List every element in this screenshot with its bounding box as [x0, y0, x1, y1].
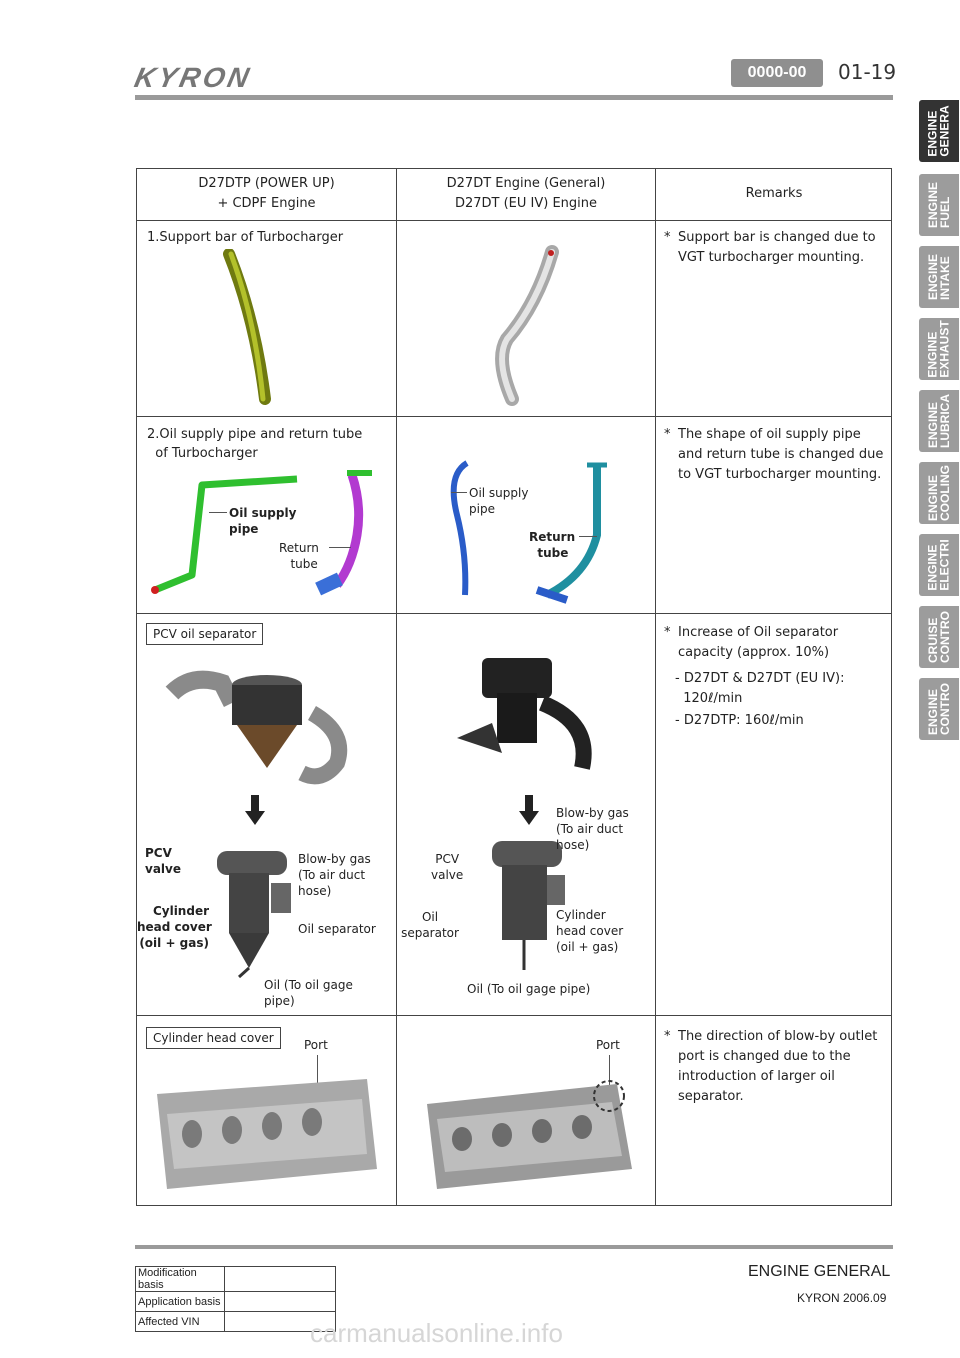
left-blowby-label: Blow-by gas (To air duct hose) [298, 852, 371, 898]
footer-subtitle: KYRON 2006.09 [797, 1291, 887, 1305]
app-basis-value [224, 1291, 336, 1312]
row-divider-header [137, 220, 891, 221]
header-d27dtp: D27DTP (POWER UP)+ CDPF Engine [198, 176, 335, 211]
cylinder-head-cover-d27dt-photo [427, 1080, 632, 1189]
row-divider-1 [137, 416, 891, 417]
cylinder-head-cover-label: Cylinder head cover [146, 1027, 281, 1049]
affected-vin-label: Affected VIN [135, 1311, 225, 1332]
pcv-separator-d27dt-drawing [492, 841, 565, 970]
tab-engine-cooling[interactable]: ENGINE COOLING [919, 462, 959, 524]
mod-basis-value [224, 1266, 336, 1292]
tab-engine-control[interactable]: ENGINE CONTRO [919, 678, 959, 740]
footer-divider [135, 1245, 893, 1249]
row1-remark: *Support bar is changed due to VGT turbo… [664, 230, 876, 265]
arrow-down-left-icon [245, 795, 265, 825]
right-return-label: Return tube [529, 530, 576, 560]
right-oil-to-gage-label: Oil (To oil gage pipe) [467, 982, 591, 996]
section-code-badge: 0000-00 [731, 59, 823, 87]
right-blowby-label: Blow-by gas (To air duct hose) [556, 806, 629, 852]
tab-engine-intake[interactable]: ENGINE INTAKE [919, 246, 959, 308]
right-cylinder-cover-label: Cylinder head cover (oil + gas) [556, 908, 624, 954]
mod-basis-label: Modification basis [135, 1266, 225, 1292]
tab-engine-electrical[interactable]: ENGINE ELECTRI [919, 534, 959, 596]
col-divider-2 [655, 169, 656, 1205]
col-divider-1 [396, 169, 397, 1205]
row3-remark-item2: - D27DTP: 160ℓ/min [675, 713, 804, 728]
cylinder-head-cover-d27dtp-photo [157, 1079, 377, 1189]
row-divider-3 [137, 1015, 891, 1016]
left-port-label: Port [304, 1038, 328, 1052]
right-pcv-valve-label: PCV valve [431, 852, 464, 882]
left-cylinder-cover-label: Cylinder head cover (oil + gas) [137, 904, 212, 950]
watermark: carmanualsonline.info [310, 1318, 563, 1348]
pcv-separator-d27dtp-photo [165, 670, 348, 785]
oil-pipe-d27dtp-image [151, 470, 372, 596]
row-divider-2 [137, 613, 891, 614]
support-bar-d27dtp-image [223, 249, 271, 405]
right-oil-separator-label: Oil separator [401, 910, 459, 940]
row2-remark: *The shape of oil supply pipe and return… [664, 427, 884, 482]
row3-remark-item1: - D27DT & D27DT (EU IV): 120ℓ/min [675, 671, 845, 706]
left-oil-supply-leader [209, 512, 227, 513]
tab-engine-exhaust[interactable]: ENGINE EXHAUST [919, 318, 959, 380]
left-return-label: Return tube [279, 541, 319, 571]
tab-engine-general[interactable]: ENGINE GENERA [919, 100, 959, 162]
row1-title: 1.Support bar of Turbocharger [147, 230, 344, 245]
right-oil-supply-leader [451, 492, 467, 493]
page-number: 01-19 [838, 60, 897, 84]
affected-vin-value [224, 1311, 336, 1332]
modification-table: Modification basis Application basis Aff… [135, 1266, 336, 1332]
left-oil-separator-label: Oil separator [298, 922, 376, 936]
kyron-logo: KYRON [131, 62, 255, 93]
comparison-table: D27DTP (POWER UP)+ CDPF Engine D27DT Eng… [136, 168, 892, 1206]
row3-remark: *Increase of Oil separator capacity (app… [664, 625, 839, 660]
tab-engine-lubrication[interactable]: ENGINE LUBRICA [919, 390, 959, 452]
header-divider [135, 95, 893, 100]
pcv-separator-d27dt-photo [457, 658, 592, 770]
right-oil-supply-label: Oil supply pipe [469, 486, 529, 516]
app-basis-label: Application basis [135, 1291, 225, 1312]
footer-title: ENGINE GENERAL [748, 1263, 891, 1280]
left-oil-to-gage-label: Oil (To oil gage pipe) [264, 978, 353, 1008]
arrow-down-right-icon [519, 795, 539, 825]
row2-title: 2.Oil supply pipe and return tube of Tur… [147, 427, 363, 461]
pcv-separator-d27dtp-drawing [217, 851, 291, 979]
header-d27dt: D27DT Engine (General)D27DT (EU IV) Engi… [446, 176, 606, 211]
tab-engine-fuel[interactable]: ENGINE FUEL [919, 174, 959, 236]
header-remarks: Remarks [745, 186, 803, 201]
left-pcv-valve-label: PCV valve [145, 846, 181, 876]
left-oil-supply-label: Oil supply pipe [229, 506, 297, 536]
pcv-oil-separator-label: PCV oil separator [146, 623, 264, 645]
support-bar-d27dt-image [495, 245, 559, 406]
left-port-leader [317, 1055, 318, 1093]
tab-cruise-control[interactable]: CRUISE CONTRO [919, 606, 959, 668]
right-port-label: Port [596, 1038, 620, 1052]
left-return-leader [329, 547, 351, 548]
right-port-leader [609, 1055, 610, 1093]
row4-remark: *The direction of blow-by outlet port is… [664, 1029, 878, 1104]
right-return-leader [579, 536, 597, 537]
